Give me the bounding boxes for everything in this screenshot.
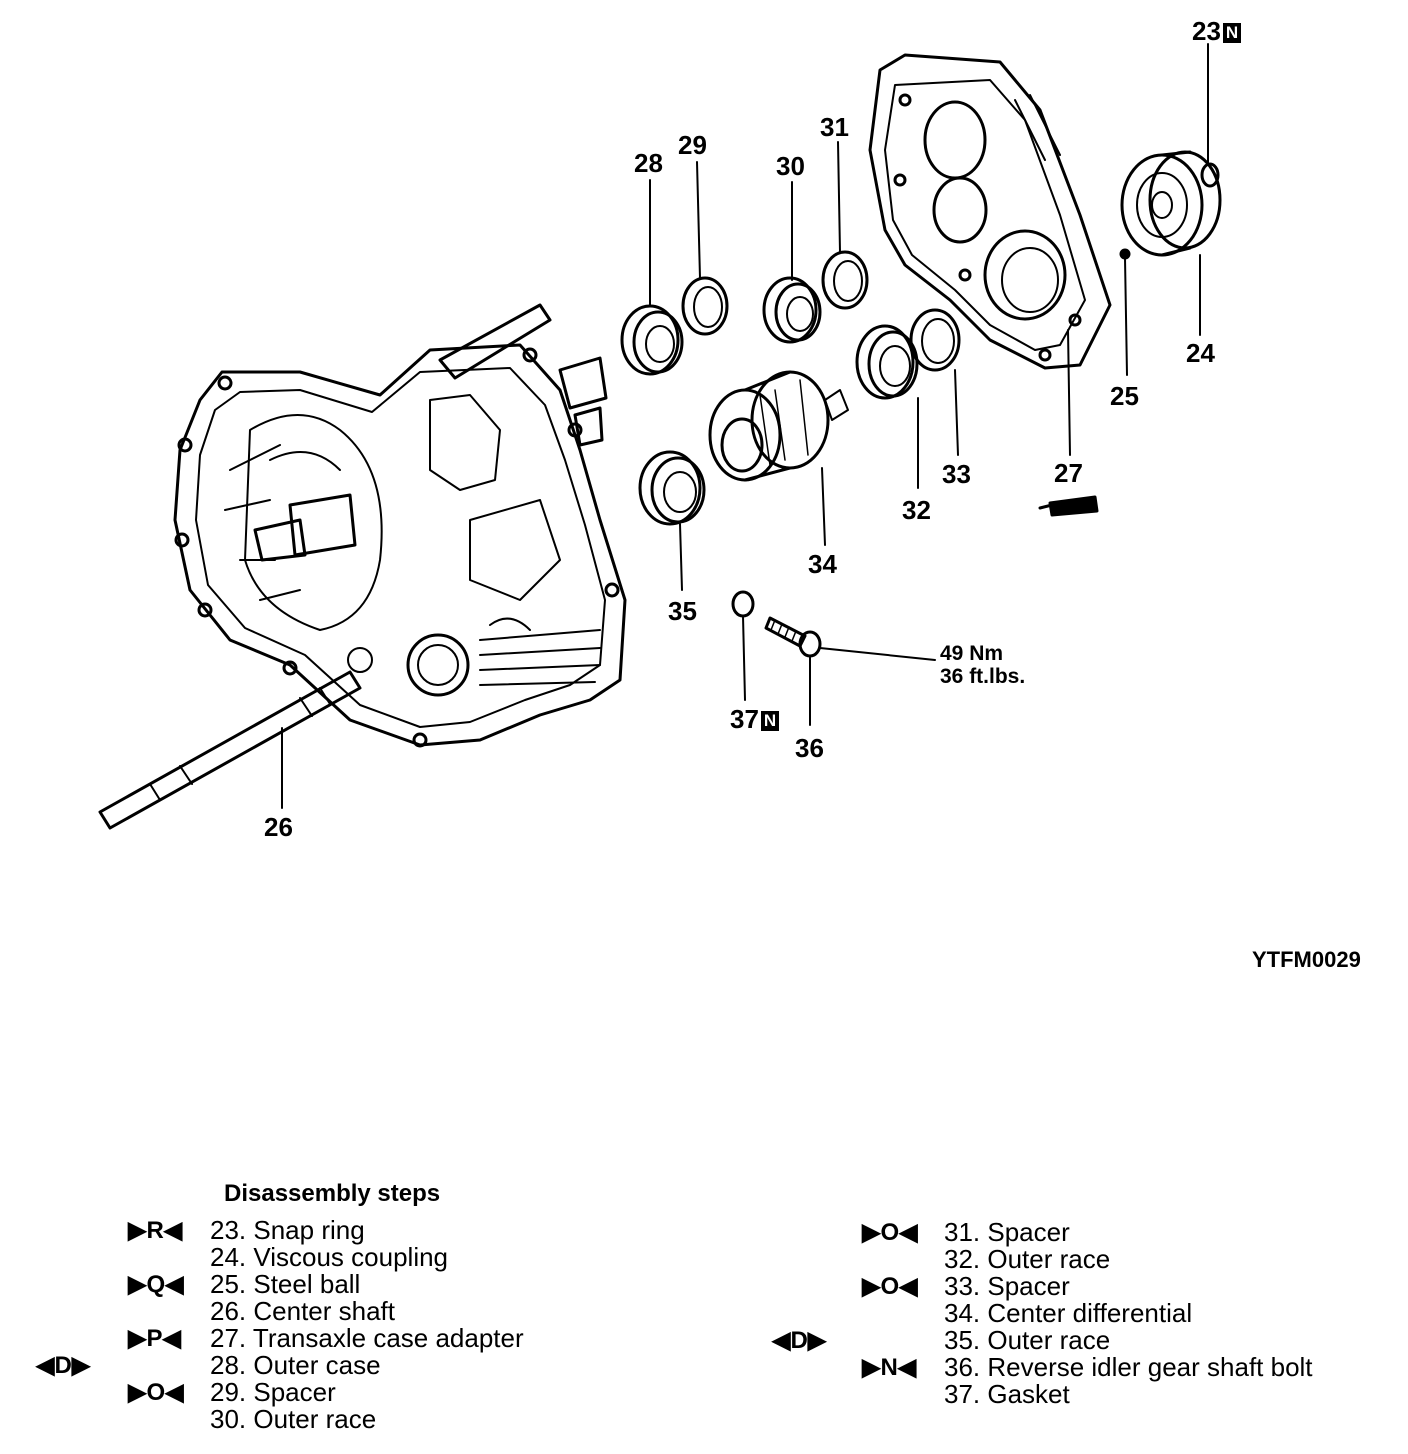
spacer-31 [821, 250, 869, 310]
snap-ring [1200, 162, 1220, 188]
mark-o-right-1: ▶O◀ [862, 1219, 918, 1246]
torque-nm: 49 Nm [940, 642, 1004, 665]
gasket [731, 590, 755, 618]
step-29: 29. Spacer [210, 1377, 336, 1407]
step-24: 24. Viscous coupling [210, 1242, 449, 1272]
step-27: 27. Transaxle case adapter [210, 1323, 524, 1353]
callout-26: 26 [264, 812, 293, 842]
mark-q: ▶Q◀ [128, 1271, 184, 1298]
outer-race-32 [855, 324, 919, 400]
center-differential [708, 370, 849, 482]
spacer-29 [681, 276, 729, 336]
callout-33: 33 [942, 459, 971, 489]
torque-spec: 49 Nm 36 ft.lbs. [940, 642, 1025, 688]
steps-title: Disassembly steps [224, 1180, 441, 1207]
callout-35: 35 [668, 596, 697, 626]
mark-d-right: ◀D▶ [772, 1327, 827, 1354]
step-30: 30. Outer race [210, 1404, 377, 1434]
step-32: 32. Outer race [944, 1244, 1111, 1274]
callout-25: 25 [1110, 381, 1139, 411]
spacer-33 [909, 308, 961, 372]
step-34: 34. Center differential [944, 1298, 1193, 1328]
step-37: 37. Gasket [944, 1379, 1070, 1409]
callout-29: 29 [678, 130, 707, 160]
callout-27: 27 [1054, 458, 1083, 488]
mark-n: ▶N◀ [862, 1354, 917, 1381]
mark-o-left: ▶O◀ [128, 1379, 184, 1406]
mark-d-left: ◀D▶ [36, 1352, 91, 1379]
step-35: 35. Outer race [944, 1325, 1111, 1355]
outer-race-35 [638, 450, 706, 526]
mark-r: ▶R◀ [128, 1217, 183, 1244]
callout-32: 32 [902, 495, 931, 525]
mark-o-right-2: ▶O◀ [862, 1273, 918, 1300]
outer-case-ring [620, 304, 684, 376]
sealant-icon [1038, 495, 1099, 517]
step-26: 26. Center shaft [210, 1296, 395, 1326]
mark-p: ▶P◀ [128, 1325, 181, 1352]
center-shaft [98, 670, 362, 830]
figure-code: YTFM0029 [1252, 947, 1361, 972]
new-part-tag: N [760, 711, 780, 731]
step-36: 36. Reverse idler gear shaft bolt [944, 1352, 1313, 1382]
callout-36: 36 [795, 733, 824, 763]
step-33: 33. Spacer [944, 1271, 1070, 1301]
exploded-view-drawing [98, 43, 1222, 830]
callout-30: 30 [776, 151, 805, 181]
transaxle-case-adapter [868, 53, 1112, 370]
steel-ball [1119, 248, 1131, 260]
callout-24: 24 [1186, 338, 1215, 368]
torque-ftlbs: 36 ft.lbs. [940, 665, 1026, 688]
new-part-tag: N [1222, 23, 1242, 43]
reverse-idler-bolt [764, 616, 822, 658]
callout-28: 28 [634, 148, 663, 178]
callout-34: 34 [808, 549, 837, 579]
step-31: 31. Spacer [944, 1217, 1070, 1247]
outer-race-30 [762, 276, 822, 344]
step-23: 23. Snap ring [210, 1215, 365, 1245]
step-28: 28. Outer case [210, 1350, 381, 1380]
transaxle-case [173, 303, 627, 748]
viscous-coupling [1120, 150, 1222, 257]
callout-31: 31 [820, 112, 849, 142]
step-25: 25. Steel ball [210, 1269, 361, 1299]
